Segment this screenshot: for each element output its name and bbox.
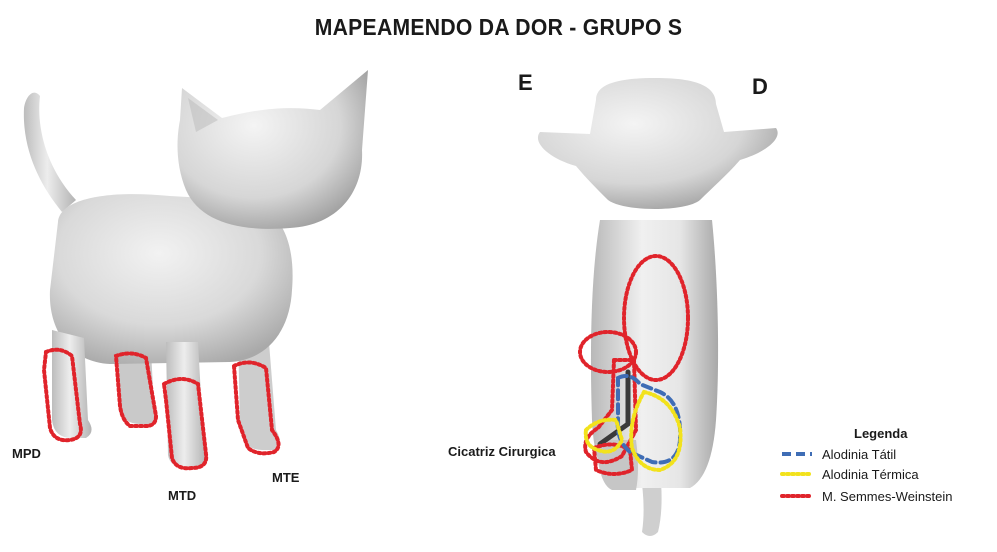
cat-back-head <box>538 78 778 209</box>
legend-item-thermal: Alodinia Térmica <box>780 466 919 482</box>
legend-item-tactile: Alodinia Tátil <box>780 446 896 462</box>
side-label-left: E <box>518 70 533 96</box>
limb-label-mtd: MTD <box>168 488 196 503</box>
legend-label-semmes: M. Semmes-Weinstein <box>822 489 953 504</box>
limb-label-mte: MTE <box>272 470 299 485</box>
legend-swatch-thermal <box>780 469 814 479</box>
legend-item-semmes: M. Semmes-Weinstein <box>780 488 953 504</box>
legend-label-tactile: Alodinia Tátil <box>822 447 896 462</box>
cat-head <box>178 70 368 229</box>
cat-tail <box>24 93 76 212</box>
scar-label: Cicatriz Cirurgica <box>448 444 556 459</box>
cat-back-view <box>538 78 778 536</box>
legend-swatch-tactile <box>780 449 814 459</box>
legend-label-thermal: Alodinia Térmica <box>822 467 919 482</box>
side-label-right: D <box>752 74 768 100</box>
legend-title: Legenda <box>854 426 907 441</box>
limb-label-mpd: MPD <box>12 446 41 461</box>
cat-side-view <box>24 70 368 468</box>
legend-swatch-semmes <box>780 491 814 501</box>
